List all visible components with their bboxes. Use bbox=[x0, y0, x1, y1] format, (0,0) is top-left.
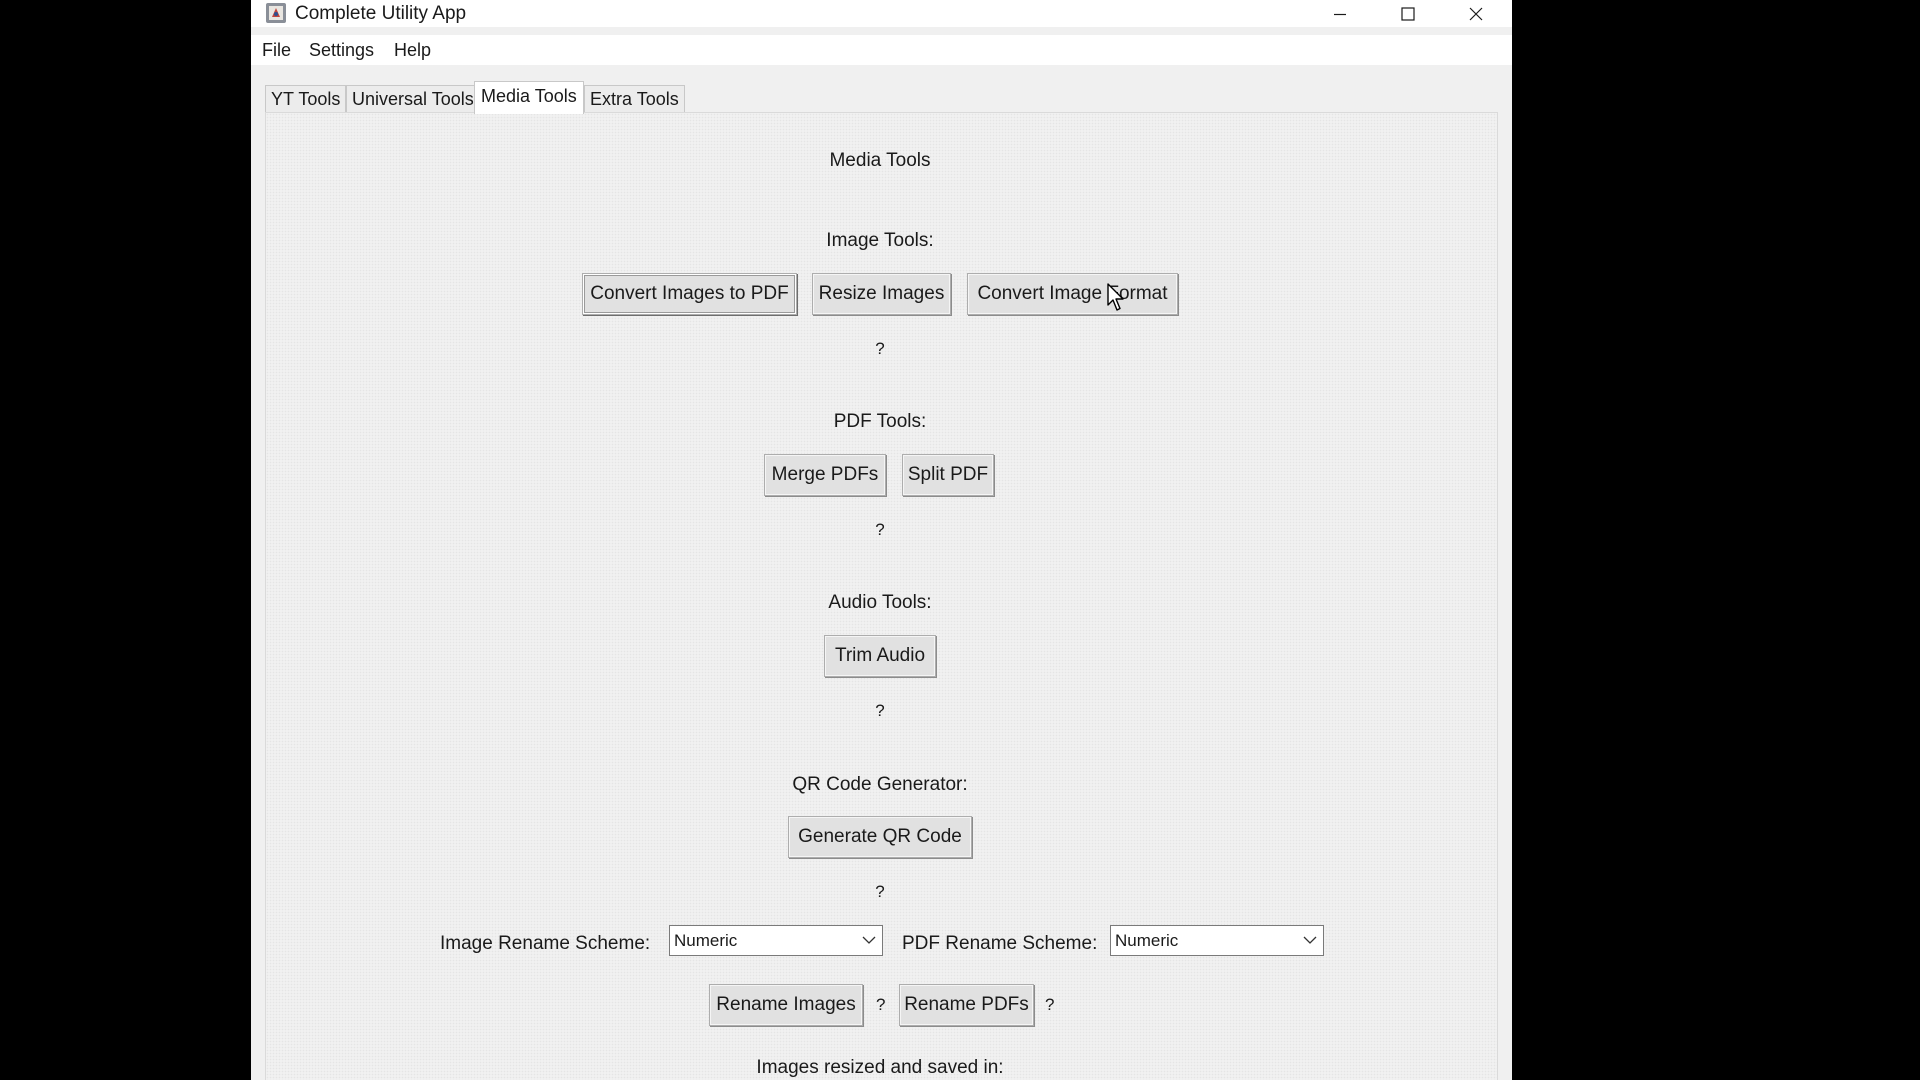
maximize-icon bbox=[1401, 6, 1415, 21]
menu-settings[interactable]: Settings bbox=[309, 40, 375, 60]
tab-extra-tools[interactable]: Extra Tools bbox=[584, 85, 685, 113]
rename-images-button[interactable]: Rename Images bbox=[709, 984, 863, 1026]
trim-audio-button[interactable]: Trim Audio bbox=[824, 635, 936, 677]
tab-yt-tools[interactable]: YT Tools bbox=[265, 85, 347, 113]
convert-images-to-pdf-button[interactable]: Convert Images to PDF bbox=[582, 273, 797, 315]
convert-image-format-button[interactable]: Convert Image Format bbox=[967, 273, 1178, 315]
app-window: Complete Utility App File Settings Help … bbox=[251, 0, 1512, 1080]
image-tools-label: Image Tools: bbox=[826, 230, 934, 251]
menu-help[interactable]: Help bbox=[394, 40, 432, 60]
image-rename-scheme-value: Numeric bbox=[674, 931, 738, 950]
pdf-rename-scheme-value: Numeric bbox=[1115, 931, 1179, 950]
main-content: YT Tools Universal Tools Media Tools Ext… bbox=[251, 65, 1512, 1080]
rename-pdfs-help[interactable]: ? bbox=[1045, 995, 1055, 1014]
panel-heading: Media Tools bbox=[829, 150, 931, 171]
app-icon bbox=[265, 2, 287, 24]
resize-images-button[interactable]: Resize Images bbox=[812, 273, 951, 315]
close-button[interactable] bbox=[1442, 0, 1510, 27]
tab-media-tools[interactable]: Media Tools bbox=[474, 81, 584, 114]
image-tools-help[interactable]: ? bbox=[875, 339, 885, 358]
generate-qr-code-button[interactable]: Generate QR Code bbox=[788, 816, 972, 858]
pdf-rename-scheme-select[interactable]: Numeric bbox=[1110, 925, 1324, 956]
minimize-icon bbox=[1334, 13, 1346, 15]
audio-tools-label: Audio Tools: bbox=[828, 592, 932, 613]
image-rename-scheme-select[interactable]: Numeric bbox=[669, 925, 883, 956]
merge-pdfs-button[interactable]: Merge PDFs bbox=[764, 454, 886, 496]
image-rename-scheme-label: Image Rename Scheme: bbox=[440, 933, 651, 954]
minimize-button[interactable] bbox=[1306, 0, 1374, 27]
media-tools-panel: Media Tools Image Tools: Convert Images … bbox=[265, 112, 1498, 1080]
rename-pdfs-button[interactable]: Rename PDFs bbox=[899, 984, 1034, 1026]
mouse-cursor-icon bbox=[1107, 283, 1124, 311]
menu-file[interactable]: File bbox=[262, 40, 292, 60]
pdf-tools-label: PDF Tools: bbox=[833, 411, 927, 432]
window-title: Complete Utility App bbox=[295, 3, 467, 24]
pdf-rename-scheme-label: PDF Rename Scheme: bbox=[902, 933, 1098, 954]
qr-generator-label: QR Code Generator: bbox=[792, 774, 968, 795]
split-pdf-button[interactable]: Split PDF bbox=[902, 454, 994, 496]
audio-tools-help[interactable]: ? bbox=[875, 701, 885, 720]
rename-images-help[interactable]: ? bbox=[876, 995, 886, 1014]
chevron-down-icon bbox=[862, 936, 876, 944]
maximize-button[interactable] bbox=[1374, 0, 1442, 27]
chevron-down-icon bbox=[1303, 936, 1317, 944]
tab-universal-tools[interactable]: Universal Tools bbox=[346, 85, 480, 113]
qr-generator-help[interactable]: ? bbox=[875, 882, 885, 901]
close-icon bbox=[1469, 7, 1483, 20]
menu-bar: File Settings Help bbox=[251, 35, 1512, 65]
status-message: Images resized and saved in: bbox=[756, 1057, 1004, 1078]
pdf-tools-help[interactable]: ? bbox=[875, 520, 885, 539]
title-bar[interactable]: Complete Utility App bbox=[251, 0, 1512, 27]
